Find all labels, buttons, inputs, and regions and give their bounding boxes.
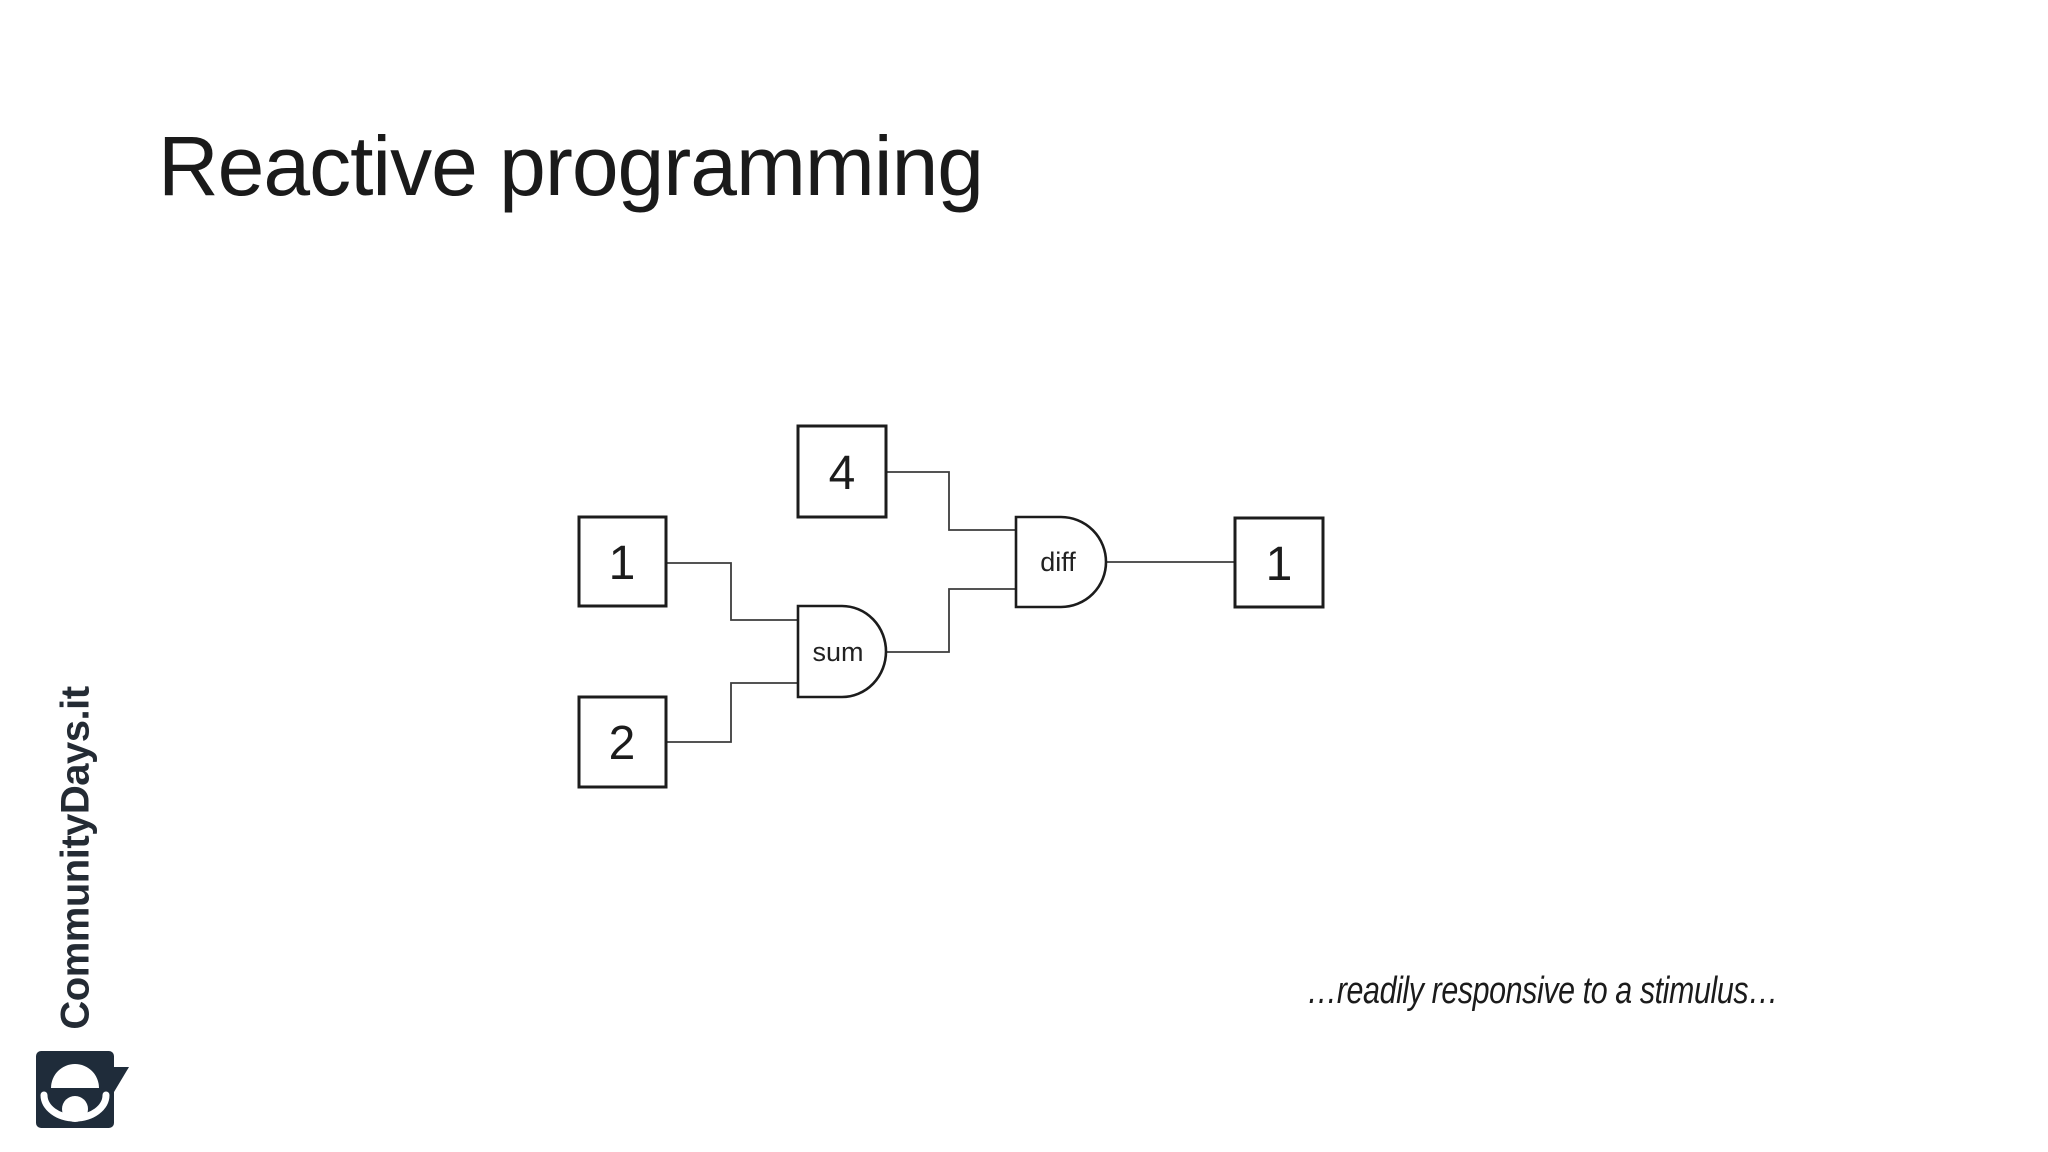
- source-node-top: [796, 424, 888, 519]
- logo-dome-shape: [51, 1064, 99, 1088]
- sum-gate-label: sum: [812, 637, 863, 667]
- source-node-left-upper: [577, 515, 668, 608]
- source-node-left-upper-value: 1: [609, 537, 636, 590]
- diff-gate: [1014, 515, 1108, 609]
- logo-head-circle: [62, 1096, 88, 1122]
- source-node-left-lower-value: 2: [609, 717, 636, 770]
- connector-4-to-diff: [886, 471, 1016, 531]
- connector-sum-to-diff: [886, 588, 1016, 653]
- brand-name: CommunityDays.it: [53, 686, 98, 1030]
- sum-gate: [796, 604, 888, 699]
- result-node-value: 1: [1266, 538, 1293, 591]
- communitydays-logo-icon: [36, 1051, 129, 1128]
- source-node-top-value: 4: [829, 447, 856, 500]
- result-node: [1233, 516, 1325, 609]
- source-node-left-lower: [577, 695, 668, 789]
- page-title: Reactive programming: [158, 119, 984, 213]
- diff-gate-label: diff: [1040, 547, 1076, 577]
- quote-text: …readily responsive to a stimulus…: [1306, 970, 1779, 1012]
- connector-2-to-sum: [666, 682, 798, 743]
- connector-1-to-sum: [666, 562, 798, 621]
